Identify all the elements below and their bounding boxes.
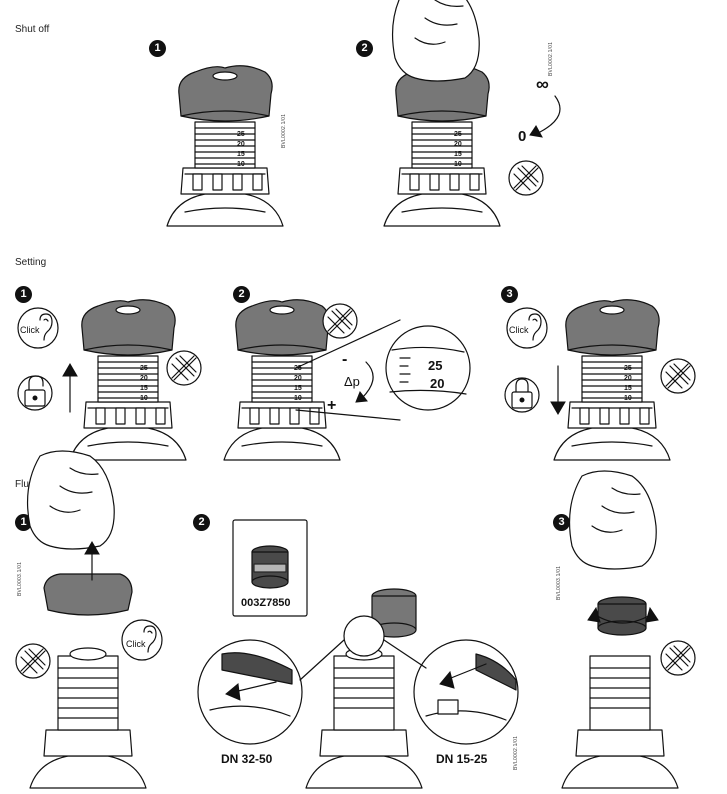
figure-code: BVL0003.1/01 (556, 565, 562, 600)
infinity-label: ∞ (536, 74, 549, 94)
step-badge: 2 (193, 514, 210, 531)
svg-text:Click: Click (126, 639, 146, 649)
step-badge: 2 (233, 286, 250, 303)
step-badge: 1 (149, 40, 166, 57)
svg-text:+: + (327, 397, 336, 414)
click-label: Click (20, 325, 40, 335)
step-badge: 2 (356, 40, 373, 57)
svg-text:Δp: Δp (344, 374, 360, 389)
dn-32-50-label: DN 32-50 (221, 752, 273, 766)
setting-step2-illustration: 25 20 - + Δp (223, 299, 471, 461)
setting-step1-illustration (17, 299, 202, 461)
dn-15-25-label: DN 15-25 (436, 752, 488, 766)
step-badge: 1 (15, 286, 32, 303)
step-badge: 1 (15, 514, 32, 531)
section-title-setting: Setting (15, 257, 47, 268)
tool-forbidden-icon (660, 640, 696, 676)
svg-text:20: 20 (430, 376, 444, 391)
step-badge: 3 (553, 514, 570, 531)
part-number: 003Z7850 (241, 597, 291, 609)
svg-text:25: 25 (428, 358, 442, 373)
svg-text:Click: Click (509, 325, 529, 335)
setting-step3-illustration: Click (504, 299, 696, 461)
shutoff-step2-illustration (383, 0, 561, 227)
zero-label: 0 (518, 128, 527, 145)
svg-text:-: - (342, 351, 347, 368)
section-title-shutoff: Shut off (15, 24, 50, 35)
step-badge: 3 (501, 286, 518, 303)
